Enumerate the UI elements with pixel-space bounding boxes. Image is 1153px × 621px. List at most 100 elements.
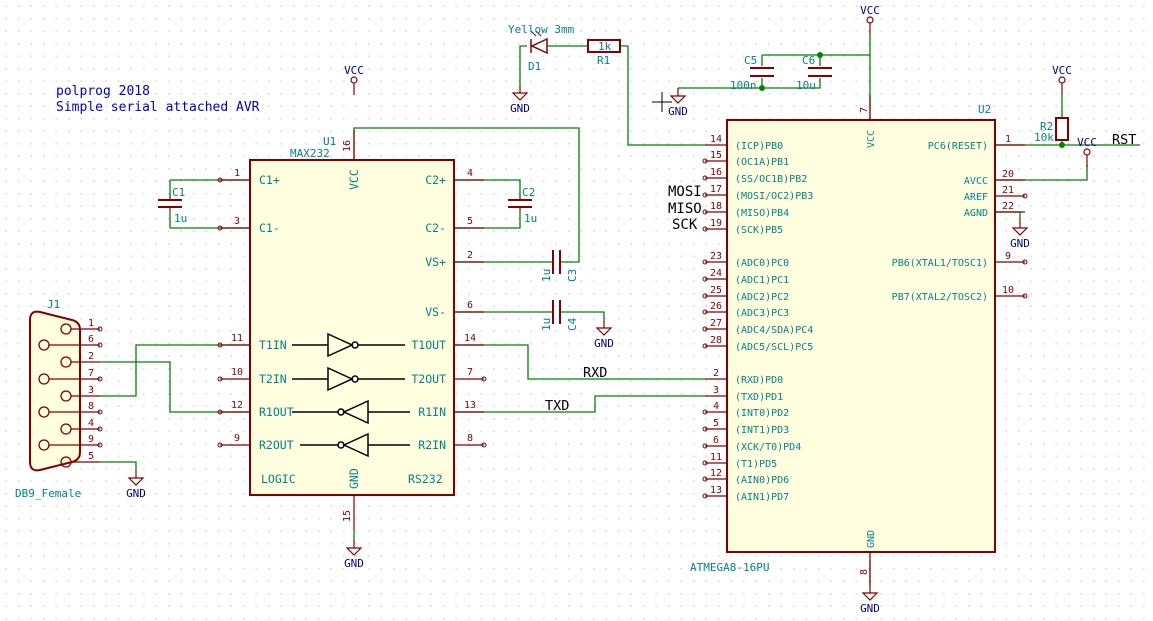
c5-value: 100n [730, 79, 757, 92]
u1-pin-name: T2IN [259, 372, 287, 386]
rxd-net-label: RXD [583, 365, 607, 381]
u2-pin-name: (ICP)PB0 [735, 141, 783, 152]
u2-pin-name: (TXD)PD1 [735, 392, 783, 403]
u1-value: MAX232 [290, 147, 330, 160]
c6-reference: C6 [802, 54, 815, 67]
u1-pin-number: 1 [234, 168, 240, 179]
u1-pin-number: 11 [231, 333, 243, 344]
u2-pin-name: (RXD)PD0 [735, 375, 783, 386]
j1-pin-number: 2 [88, 351, 94, 362]
u1-pin-name: T1IN [259, 338, 287, 352]
u2-pin-number: 19 [710, 218, 722, 229]
u2-gnd-pin-name: GND [866, 530, 877, 548]
c2-capacitor: C2 1u [508, 186, 537, 225]
u2-pin-name: (MISO)PB4 [735, 208, 789, 219]
u1-pin-name: T2OUT [411, 372, 446, 386]
u2-pin-number: 27 [710, 318, 722, 329]
r2-reference: R2 [1040, 120, 1053, 133]
r2-value: 10k [1034, 131, 1054, 144]
j1-pin-number: 1 [88, 318, 94, 329]
u2-pin-number: 15 [710, 150, 722, 161]
u2-reference: U2 [978, 103, 991, 116]
u2-pin-number: 22 [1002, 201, 1014, 212]
u1-reference: U1 [323, 135, 336, 148]
note-title: polprog 2018 [56, 84, 150, 99]
d1-gnd-label: GND [510, 102, 530, 115]
u1-pin-name: R1IN [418, 405, 446, 419]
sck-label: SCK [672, 217, 698, 233]
u2-pin-number: 3 [713, 385, 719, 396]
u2-right-pins: 1PC6(RESET)20AVCC21AREF22AGND9PB6(XTAL1/… [892, 134, 1028, 303]
u2-pin-name: AGND [964, 208, 988, 219]
j1-pin-number: 4 [88, 418, 94, 429]
j1-pin-number: 8 [88, 401, 94, 412]
c1-value: 1u [174, 212, 187, 225]
u2-vcc-pin-name: VCC [866, 130, 877, 148]
rst-net-label: RST [1112, 132, 1136, 148]
u2-pin-number: 4 [713, 401, 719, 412]
agnd-gnd-label: GND [1010, 237, 1030, 250]
r2-resistor: R2 10k [1034, 117, 1069, 144]
u2-pin-number: 2 [713, 368, 719, 379]
u2-pin-number: 12 [710, 468, 722, 479]
r1-value: 1k [598, 40, 612, 53]
u1-pin-number: 12 [231, 400, 243, 411]
u1-pin-number: 8 [467, 433, 473, 444]
u2-atmega8: 14(ICP)PB015(OC1A)PB116(SS/OC1B)PB217(MO… [690, 95, 1028, 585]
r1-resistor: 1k R1 [587, 39, 621, 67]
u1-pin-name: R2OUT [259, 438, 294, 452]
u2-pin-number: 25 [710, 285, 722, 296]
note-subtitle: Simple serial attached AVR [56, 100, 260, 115]
u1-gnd-label: GND [344, 557, 364, 570]
d1-reference: D1 [528, 60, 541, 73]
u1-pin-name: C1- [259, 221, 280, 235]
txd-net-label: TXD [545, 398, 569, 414]
u1-vcc-power-label: VCC [344, 64, 364, 77]
c4-gnd-label: GND [594, 337, 614, 350]
u2-pin-number: 21 [1002, 185, 1014, 196]
j1-gnd-label: GND [126, 487, 146, 500]
power-symbols: VCC VCC VCC VCC GND GND GND GND GND GND GND [126, 4, 1097, 615]
u2-pin-name: (ADC0)PC0 [735, 258, 789, 269]
c4-reference: C4 [566, 317, 579, 331]
r2-vcc-power-label: VCC [1052, 64, 1072, 77]
u2-pin-name: PB6(XTAL1/TOSC1) [892, 258, 988, 269]
c2-reference: C2 [522, 186, 535, 199]
c1-capacitor: C1 1u [158, 186, 187, 225]
u2-pin-name: (ADC1)PC1 [735, 275, 789, 286]
u1-vcc-pin-name: VCC [347, 169, 361, 190]
c5-capacitor: C5 100n [730, 54, 774, 92]
j1-pin-number: 6 [88, 334, 94, 345]
u1-pin-number: 3 [234, 216, 240, 227]
u2-vcc-power-label: VCC [860, 4, 880, 17]
u2-pin-name: (XCK/T0)PD4 [735, 442, 801, 453]
c5-gnd-label: GND [668, 105, 688, 118]
u1-pin-name: T1OUT [411, 338, 446, 352]
j1-pin-number: 9 [88, 434, 94, 445]
u2-pin-name: (AIN1)PD7 [735, 492, 789, 503]
u2-gnd-label: GND [860, 602, 880, 615]
d1-value: Yellow 3mm [508, 23, 575, 36]
miso-label: MISO [668, 201, 702, 217]
u2-pin-name: (SS/OC1B)PB2 [735, 174, 807, 185]
u1-pin-name: VS+ [425, 255, 446, 269]
u2-pin-name: (ADC5/SCL)PC5 [735, 342, 813, 353]
u1-pin-number: 14 [464, 333, 476, 344]
u2-pin-number: 6 [713, 435, 719, 446]
u2-pin-number: 28 [710, 335, 722, 346]
u2-pin-name: (SCK)PB5 [735, 225, 783, 236]
u2-pin-number: 23 [710, 251, 722, 262]
u2-pin-name: (ADC2)PC2 [735, 292, 789, 303]
u1-rs232-label: RS232 [408, 472, 443, 486]
mosi-label: MOSI [668, 184, 702, 200]
u2-pin-number: 5 [713, 418, 719, 429]
u2-pin-number: 20 [1002, 169, 1014, 180]
u1-pin-number: 2 [467, 250, 473, 261]
u1-pin-name: C2+ [425, 173, 446, 187]
u2-pin-number: 16 [710, 167, 722, 178]
